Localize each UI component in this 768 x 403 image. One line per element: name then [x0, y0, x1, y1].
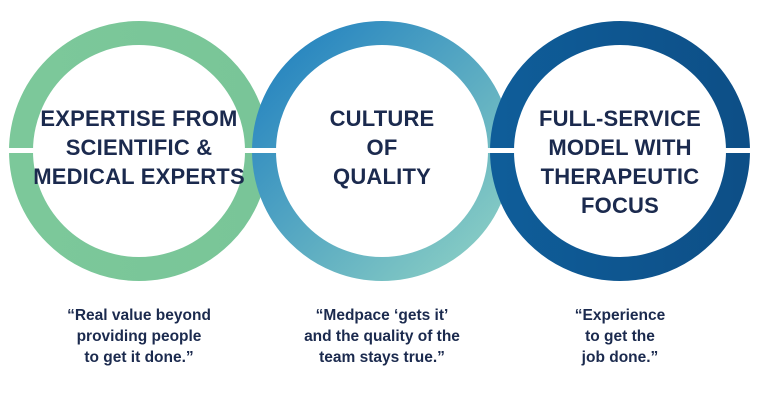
quote-line: providing people — [76, 328, 202, 345]
title-line: THERAPEUTIC FOCUS — [540, 164, 700, 218]
quote-line: team stays true.” — [319, 349, 445, 366]
quote-line: “Experience — [574, 307, 666, 324]
title-line: OF — [366, 135, 398, 160]
title-line: CULTURE — [329, 106, 435, 131]
quote-line: “Real value beyond — [67, 307, 211, 324]
quote-line: job done.” — [581, 349, 659, 366]
title-line: QUALITY — [333, 164, 431, 189]
title-line: EXPERTISE FROM — [40, 106, 238, 131]
quote-line: “Medpace ‘gets it’ — [315, 307, 449, 324]
quote-expertise: “Real value beyond providing people to g… — [19, 305, 259, 368]
ring-notch — [0, 148, 768, 153]
quote-quality: “Medpace ‘gets it’ and the quality of th… — [262, 305, 502, 368]
quote-line: to get the — [585, 328, 655, 345]
title-full-service: FULL-SERVICE MODEL WITH THERAPEUTIC FOCU… — [500, 104, 740, 220]
title-line: SCIENTIFIC & — [65, 135, 213, 160]
title-expertise: EXPERTISE FROM SCIENTIFIC & MEDICAL EXPE… — [29, 104, 249, 191]
title-line: MEDICAL EXPERTS — [33, 164, 245, 189]
quote-full-service: “Experience to get the job done.” — [500, 305, 740, 368]
title-quality: CULTURE OF QUALITY — [272, 104, 492, 191]
title-line: MODEL WITH — [548, 135, 692, 160]
quote-line: to get it done.” — [84, 349, 194, 366]
title-line: FULL-SERVICE — [538, 106, 702, 131]
quote-line: and the quality of the — [304, 328, 460, 345]
